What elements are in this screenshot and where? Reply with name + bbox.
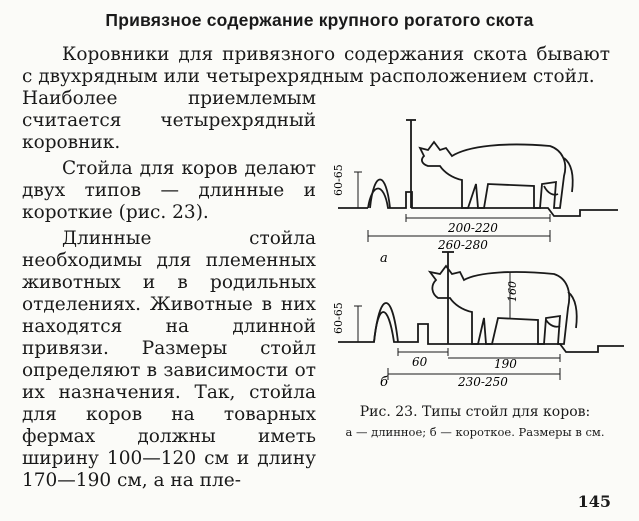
intro-paragraph: Коровники для привязного содержания скот… xyxy=(22,44,610,87)
label-b: б xyxy=(380,375,388,390)
section-title: Привязное содержание крупного рогатого с… xyxy=(105,10,534,30)
short-height-label: 60-65 xyxy=(332,302,345,334)
paragraph: Стойла для коров делают двух типов — дли… xyxy=(22,158,316,223)
long-total-label: 260-280 xyxy=(437,238,488,252)
page-number: 145 xyxy=(577,492,611,511)
stall-figure: 60-65 200-220 260-280 а xyxy=(328,112,628,402)
short-stall-dimensions xyxy=(354,272,561,380)
long-length-label: 200-220 xyxy=(447,221,498,235)
caption-main: Рис. 23. Типы стойл для коров: xyxy=(359,404,591,420)
caption-sub: а — длинное; б — короткое. Размеры в см. xyxy=(345,425,605,439)
figure-caption: Рис. 23. Типы стойл для коров: а — длинн… xyxy=(330,404,620,439)
short-stall-drawing xyxy=(338,251,624,353)
label-a: а xyxy=(380,251,388,266)
short-total-label: 230-250 xyxy=(457,375,508,389)
long-height-label: 60-65 xyxy=(332,164,345,196)
long-stall-dimensions xyxy=(354,171,551,242)
paragraph: Длинные стойла необходимы для племенных … xyxy=(22,228,316,491)
long-stall-drawing xyxy=(338,119,618,217)
cow-height-label: 160 xyxy=(506,281,519,302)
paragraph: Наиболее приемлемым считается четырехряд… xyxy=(22,88,316,153)
text-column: Наиболее приемлемым считается четырехряд… xyxy=(22,88,316,496)
feeder-label: 60 xyxy=(412,355,428,369)
short-length-label: 190 xyxy=(494,357,517,371)
stall-diagram: 60-65 200-220 260-280 а xyxy=(332,119,624,390)
